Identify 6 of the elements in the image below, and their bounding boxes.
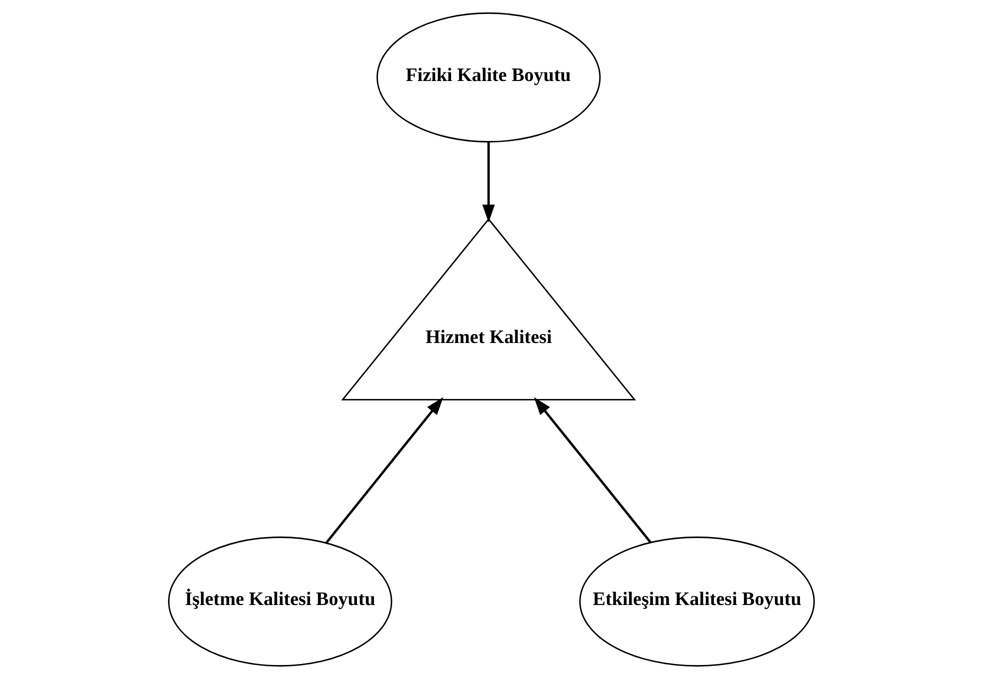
node-ellipse: Fiziki Kalite Boyutu: [376, 12, 601, 142]
arrow: [534, 397, 652, 543]
arrow: [325, 397, 444, 544]
arrow: [482, 142, 495, 222]
node-ellipse: İşletme Kalitesi Boyutu: [168, 536, 392, 667]
node-ellipse: Etkileşim Kalitesi Boyutu: [579, 536, 815, 667]
